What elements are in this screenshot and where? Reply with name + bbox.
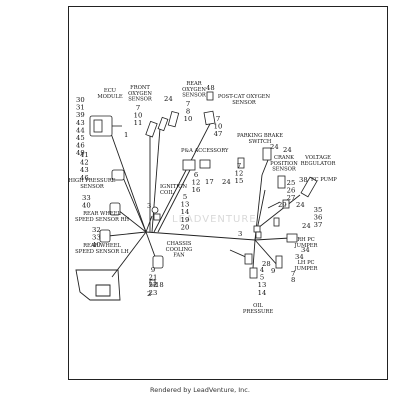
voltage-regulator-component [300,176,318,198]
callout-24b: 24 [302,222,311,230]
callout-8: 8 [291,276,295,284]
ecu-module-component [89,115,122,137]
chassis-fan-component [149,255,164,286]
watermark: LEADVENTURE [172,214,257,225]
rear-wss-rh-component [109,202,121,216]
parking-brake-component [237,147,272,169]
diagram-frame [68,6,388,380]
callout-pa-24: 24 [222,178,231,186]
label-pa-accessory: P&A ACCESSORY [181,148,229,154]
callout-voltage-top: 38 [299,176,308,184]
chassis-frame-sketch [75,269,121,301]
callout-crank-top: 24 [283,146,292,154]
callout-rh-jumper: 34 [301,246,310,254]
front-o2-sensor-component [145,116,169,138]
callout-ignition-3: 3 [147,202,151,210]
callout-7: 7 [291,270,295,278]
oil-pressure-component [249,267,258,279]
mid-connectors [244,199,298,269]
callout-mid-3: 3 [238,230,242,238]
footer-credit: Rendered by LeadVenture, Inc. [150,386,250,394]
rear-o2-sensor-component [167,110,180,128]
callout-29: 29 [278,201,287,209]
callout-fan-2: 2 [147,290,151,298]
rear-wss-lh-component [99,229,111,243]
callout-post-cat-top: 48 [206,84,215,92]
callout-24a: 24 [296,201,305,209]
callout-9: 9 [271,267,275,275]
high-pressure-sensor-component [111,169,125,181]
post-cat-sensor-component [203,91,216,126]
crank-sensor-component [277,175,286,189]
pa-accessory-component [182,159,211,171]
callout-28: 28 [262,260,271,268]
callout-ecu-pointer: 1 [124,131,128,139]
callout-pa-17: 17 [205,178,214,186]
callout-lh-jumper: 34 [295,253,304,261]
callout-parking-brake-24: 24 [270,143,279,151]
callout-front-o2-top: 24 [164,95,173,103]
callout-18: 18 [155,281,164,289]
label-fc-pump: FC PUMP [311,177,337,183]
ignition-coil-component [151,206,161,221]
